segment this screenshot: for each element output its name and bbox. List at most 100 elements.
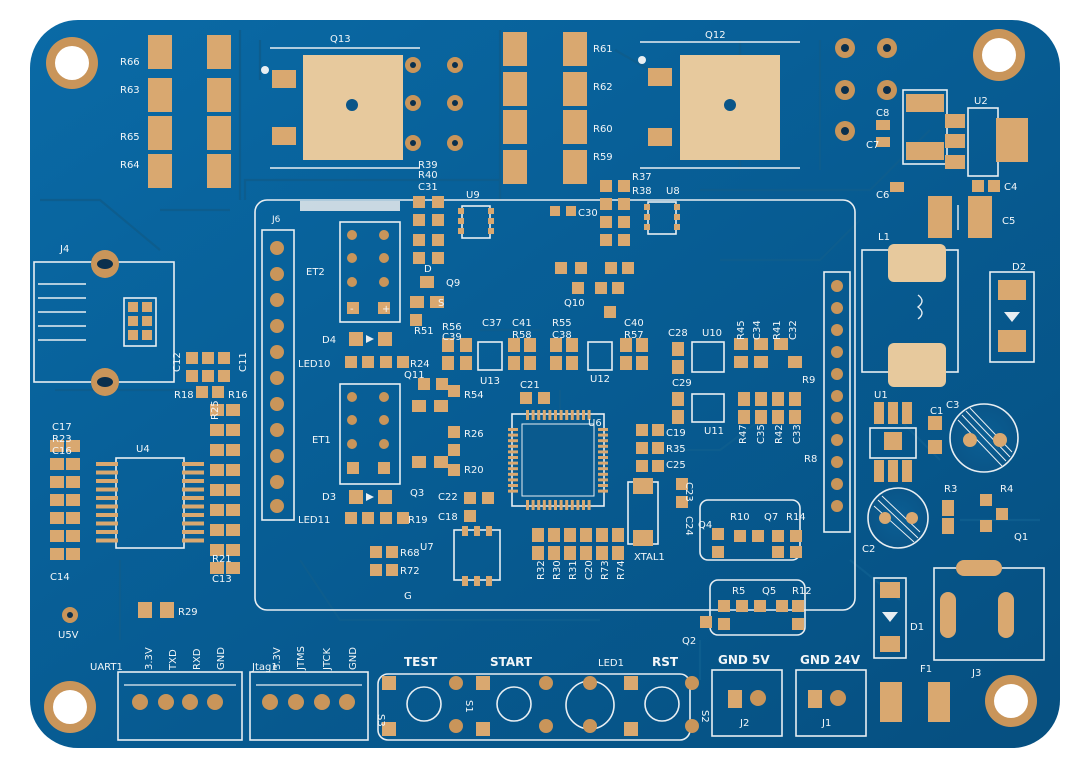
label-q9: Q9 [446,278,460,289]
label-r39: R39 [418,160,438,171]
label-r58: R58 [512,330,532,341]
u7-ic [370,492,501,586]
label-j3: J3 [971,668,981,679]
label-u6: U6 [588,418,602,429]
j3-connector [933,560,1045,661]
label-d1: D1 [910,622,924,633]
label-r60: R60 [593,124,613,135]
label-u7: U7 [420,542,434,553]
label-c16: C16 [52,446,72,457]
label-c18: C18 [438,512,458,523]
u8-ic [550,180,680,318]
label-xtal1: XTAL1 [634,552,665,563]
label-rst: RST [652,655,679,669]
bottom-resistor-row [532,528,624,560]
label-gnd1: GND [216,647,227,670]
label-c33: C33 [792,424,803,444]
xtal1-crystal [627,478,659,546]
label-txd: TXD [168,649,179,671]
board-substrate [30,20,1060,748]
label-r26: R26 [464,429,484,440]
small-transistor-pads [410,196,460,476]
label-r5: R5 [732,586,745,597]
label-r8: R8 [804,454,817,465]
et2-relay [339,221,401,323]
label-j1: J1 [821,718,831,729]
label-c4: C4 [1004,182,1017,193]
u9-ic [458,205,494,239]
label-c8: C8 [876,108,889,119]
q12-transistor [638,41,800,169]
label-u1: U1 [874,390,888,401]
label-r62: R62 [593,82,613,93]
label-c34: C34 [752,320,763,340]
u4-ic [96,457,204,549]
label-jtck: JTCK [322,648,333,671]
label-r57: R57 [624,330,644,341]
label-s: S [438,298,444,309]
label-c2: C2 [862,544,875,555]
label-c19: C19 [666,428,686,439]
label-r32: R32 [536,560,547,580]
label-r59: R59 [593,152,613,163]
label-uart1: UART1 [90,662,123,673]
label-q11: Q11 [404,370,425,381]
label-r4: R4 [1000,484,1013,495]
label-r9: R9 [802,375,815,386]
j4-connector [33,250,175,396]
f1-fuse [880,682,950,722]
label-gnd5v: GND 5V [718,653,770,667]
label-c24: C24 [683,516,694,536]
label-r23: R23 [52,434,72,445]
label-u10: U10 [702,328,722,339]
label-c38: C38 [552,330,572,341]
label-c32: C32 [788,320,799,340]
label-r38: R38 [632,186,652,197]
label-c1: C1 [930,406,943,417]
label-c37: C37 [482,318,502,329]
label-u4: U4 [136,444,150,455]
label-s3: S3 [375,714,386,727]
label-d2: D2 [1012,262,1026,273]
label-c29: C29 [672,378,692,389]
label-gnd24v: GND 24V [800,653,861,667]
label-r54: R54 [464,390,484,401]
label-start: START [490,655,533,669]
label-c31: C31 [418,182,438,193]
label-r61: R61 [593,44,613,55]
label-d4: D4 [322,335,336,346]
label-c7: C7 [866,140,879,151]
j1-connector [795,669,867,737]
label-c21: C21 [520,380,540,391]
label-r16: R16 [228,390,248,401]
top-left-resistors [148,35,231,188]
label-r31: R31 [568,560,579,580]
label-r19: R19 [408,515,428,526]
label-v33b: 3.3V [272,647,283,670]
label-c14: C14 [50,572,70,583]
label-r12: R12 [792,586,812,597]
label-r14: R14 [786,512,806,523]
label-c39: C39 [442,332,462,343]
label-r18: R18 [174,390,194,401]
label-q4: Q4 [698,520,712,531]
label-q7: Q7 [764,512,778,523]
label-r72: R72 [400,566,420,577]
label-r20: R20 [464,465,484,476]
top-mid-resistors [503,32,587,184]
label-r40: R40 [418,170,438,181]
label-c17: C17 [52,422,72,433]
label-et1: ET1 [312,435,331,446]
label-l1: L1 [878,232,890,243]
l1-inductor [861,244,959,387]
mounting-holes [44,29,1037,733]
label-plus: + [382,304,390,315]
j6-header [261,229,295,521]
u2-regulator [876,89,1028,238]
label-r74: R74 [616,560,627,580]
label-r21: R21 [212,554,232,565]
label-r29: R29 [178,607,198,618]
label-c3: C3 [946,400,959,411]
label-r64: R64 [120,160,140,171]
label-rxd: RXD [192,648,203,670]
